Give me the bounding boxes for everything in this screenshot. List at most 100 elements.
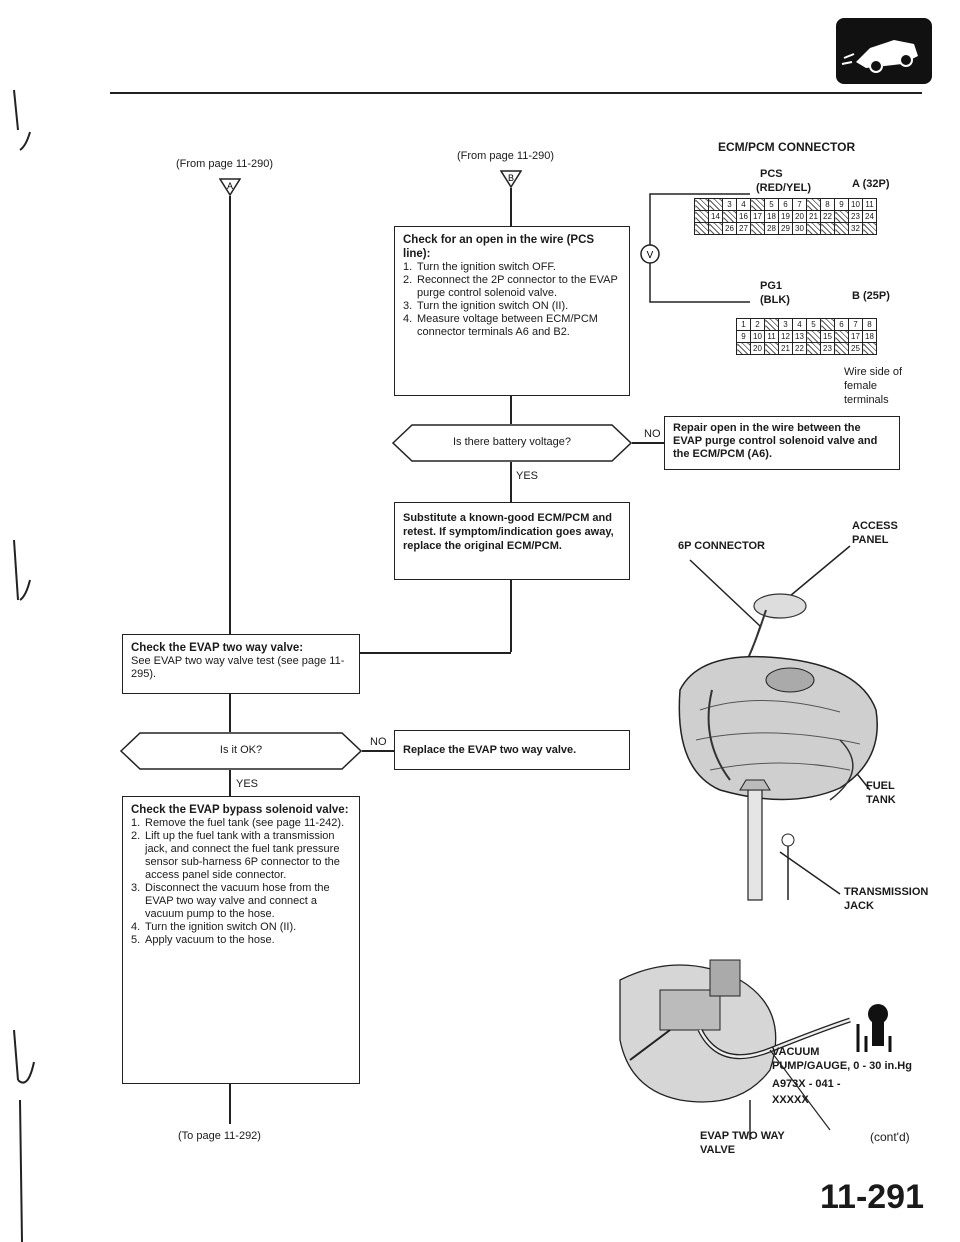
vacuum-label-4: XXXXX [772,1094,809,1106]
box1-step: 1.Turn the ignition switch OFF. [403,261,556,273]
svg-text:V: V [647,250,654,261]
box4-step: 1.Remove the fuel tank (see page 11-242)… [131,817,345,829]
pin-cell: 8 [820,198,835,211]
pin-cell: 23 [848,210,863,223]
pin-cell: 1 [736,318,751,331]
svg-text:B: B [508,173,514,183]
box4-step: 4.Turn the ignition switch ON (II). [131,921,297,933]
pin-cell: 20 [750,342,765,355]
access-label-1: ACCESS [852,520,898,532]
trans-label-2: JACK [844,900,874,912]
vacuum-label-1: VACUUM [772,1046,820,1058]
pin-cell [806,342,821,355]
replace-valve-box: Replace the EVAP two way valve. [394,730,630,770]
pin-cell: 5 [764,198,779,211]
trans-label-1: TRANSMISSION [844,886,929,898]
pin-cell [750,198,765,211]
pin-cell [736,342,751,355]
to-page: (To page 11-292) [178,1130,261,1142]
pin-cell: 7 [792,198,807,211]
flow-line-b3 [510,462,512,502]
pin-cell [694,222,709,235]
pin-cell: 9 [834,198,849,211]
pin-cell: 12 [778,330,793,343]
pin-cell: 2 [750,318,765,331]
pin-cell: 18 [764,210,779,223]
yes1-label: YES [516,470,539,482]
box4-step: 5.Apply vacuum to the hose. [131,934,275,946]
pcs-color: (RED/YEL) [756,182,811,194]
box1-title: Check for an open in the wire (PCS line)… [403,234,595,260]
box1-step: 2.Reconnect the 2P connector to the EVAP… [403,274,618,299]
pin-cell: 5 [806,318,821,331]
flow-line-b4 [510,580,512,652]
margin-marks [13,89,35,1242]
no2-line [362,750,394,752]
from-page-b: (From page 11-290) [457,150,555,162]
vacuum-label-2: PUMP/GAUGE, 0 - 30 in.Hg [772,1060,912,1072]
question-battery-text: Is there battery voltage? [452,436,571,448]
vacuum-pump-illustration [619,959,892,1140]
pin-cell [862,222,877,235]
marker-b-icon: B [500,170,522,188]
pg1-label: PG1 [760,280,783,292]
vacuum-label-3: A973X - 041 - [772,1078,841,1090]
pin-cell: 22 [792,342,807,355]
pin-cell [862,342,877,355]
access-label-2: PANEL [852,534,889,546]
pin-cell: 10 [750,330,765,343]
from-page-a: (From page 11-290) [176,158,274,170]
pin-cell [750,222,765,235]
pin-cell [806,330,821,343]
pcs-label: PCS [760,168,783,180]
pin-cell: 21 [806,210,821,223]
flow-line-a2 [229,694,231,732]
pin-cell: 3 [722,198,737,211]
pin-cell [806,222,821,235]
marker-a-icon: A [219,178,241,196]
pin-cell: 17 [750,210,765,223]
pin-cell: 3 [778,318,793,331]
wire-side-2: female [844,380,878,392]
pin-cell: 14 [708,210,723,223]
repair-open-box: Repair open in the wire between the EVAP… [664,416,900,470]
pin-cell: 30 [792,222,807,235]
flow-line-a4 [229,1084,231,1124]
fuel-label-2: TANK [866,794,896,806]
flow-join [229,652,511,654]
flow-line-a [229,196,231,634]
box1-step: 4.Measure voltage between ECM/PCM connec… [403,313,598,338]
pin-cell: 29 [778,222,793,235]
pin-cell: 8 [862,318,877,331]
pin-cell: 26 [722,222,737,235]
no1-label: NO [644,428,661,440]
pin-cell: 4 [736,198,751,211]
pin-cell: 23 [820,342,835,355]
pin-cell: 10 [848,198,863,211]
pin-cell: 24 [862,210,877,223]
question-is-ok [120,732,362,770]
pin-cell [764,318,779,331]
substitute-ecm-box: Substitute a known-good ECM/PCM and rete… [394,502,630,580]
box4-step: 2.Lift up the fuel tank with a transmiss… [131,830,340,881]
pin-cell [834,342,849,355]
check-two-way-valve-box: Check the EVAP two way valve: See EVAP t… [122,634,360,694]
fuel-label-1: FUEL [866,780,895,792]
pin-cell: 9 [736,330,751,343]
fuel-tank-illustration [678,545,878,901]
connector-leader-lines: V [640,193,750,303]
pin-cell [708,198,723,211]
connector-title: ECM/PCM CONNECTOR [718,140,856,154]
svg-text:A: A [227,181,233,191]
box4-step: 3.Disconnect the vacuum hose from the EV… [131,882,330,920]
pin-cell [834,330,849,343]
pin-cell: 6 [778,198,793,211]
box1-step: 3.Turn the ignition switch ON (II). [403,300,569,312]
pin-cell [806,198,821,211]
pin-cell: 6 [834,318,849,331]
pin-cell: 21 [778,342,793,355]
no2-label: NO [370,736,387,748]
pin-cell [834,210,849,223]
pin-cell [820,222,835,235]
